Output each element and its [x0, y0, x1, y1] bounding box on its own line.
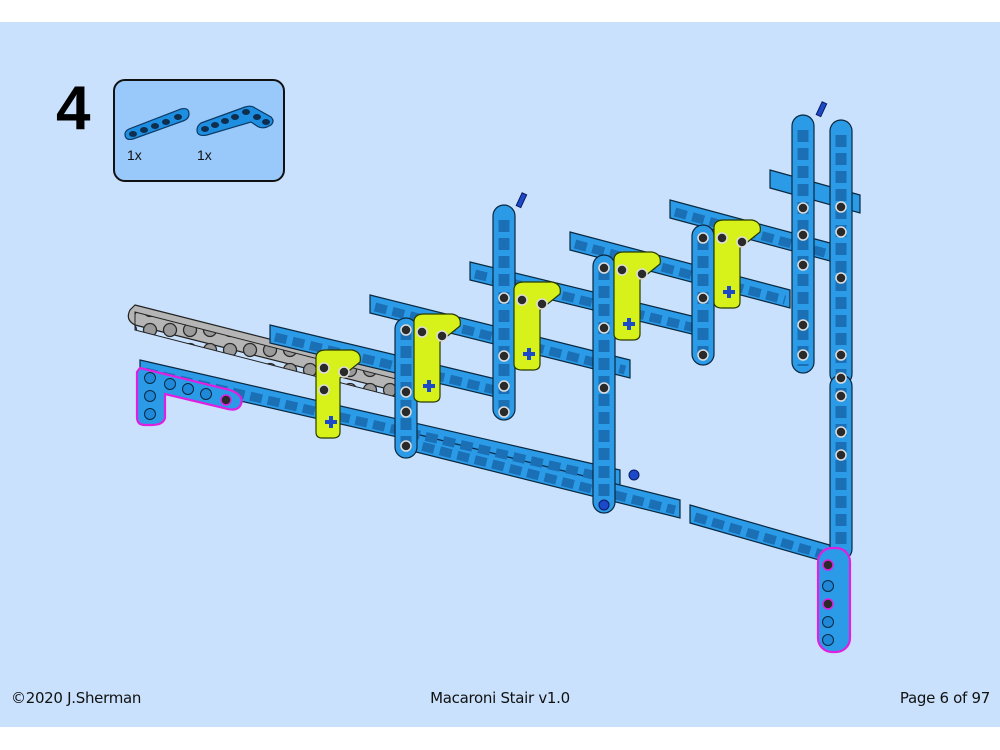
part-quantity: 1x	[197, 147, 212, 163]
black-pins	[318, 201, 847, 461]
blue-axles	[515, 101, 828, 511]
parts-callout-box: 1x 1x	[113, 79, 285, 182]
bent-beam-part-icon	[196, 105, 274, 137]
part-quantity: 1x	[127, 147, 142, 163]
new-straight-beam-highlight	[816, 546, 852, 654]
footer-page-number: Page 6 of 97	[899, 689, 990, 707]
lime-beam-cross-holes	[325, 286, 735, 428]
step-number: 4	[56, 74, 91, 143]
lego-assembly-illustration	[127, 101, 861, 654]
new-bent-beam-highlight	[135, 366, 243, 427]
instruction-page: 4 1x 1x	[0, 22, 1000, 727]
straight-beam-part-icon	[124, 107, 190, 141]
footer-document-title: Macaroni Stair v1.0	[430, 689, 570, 707]
footer-copyright: ©2020 J.Sherman	[11, 689, 142, 707]
